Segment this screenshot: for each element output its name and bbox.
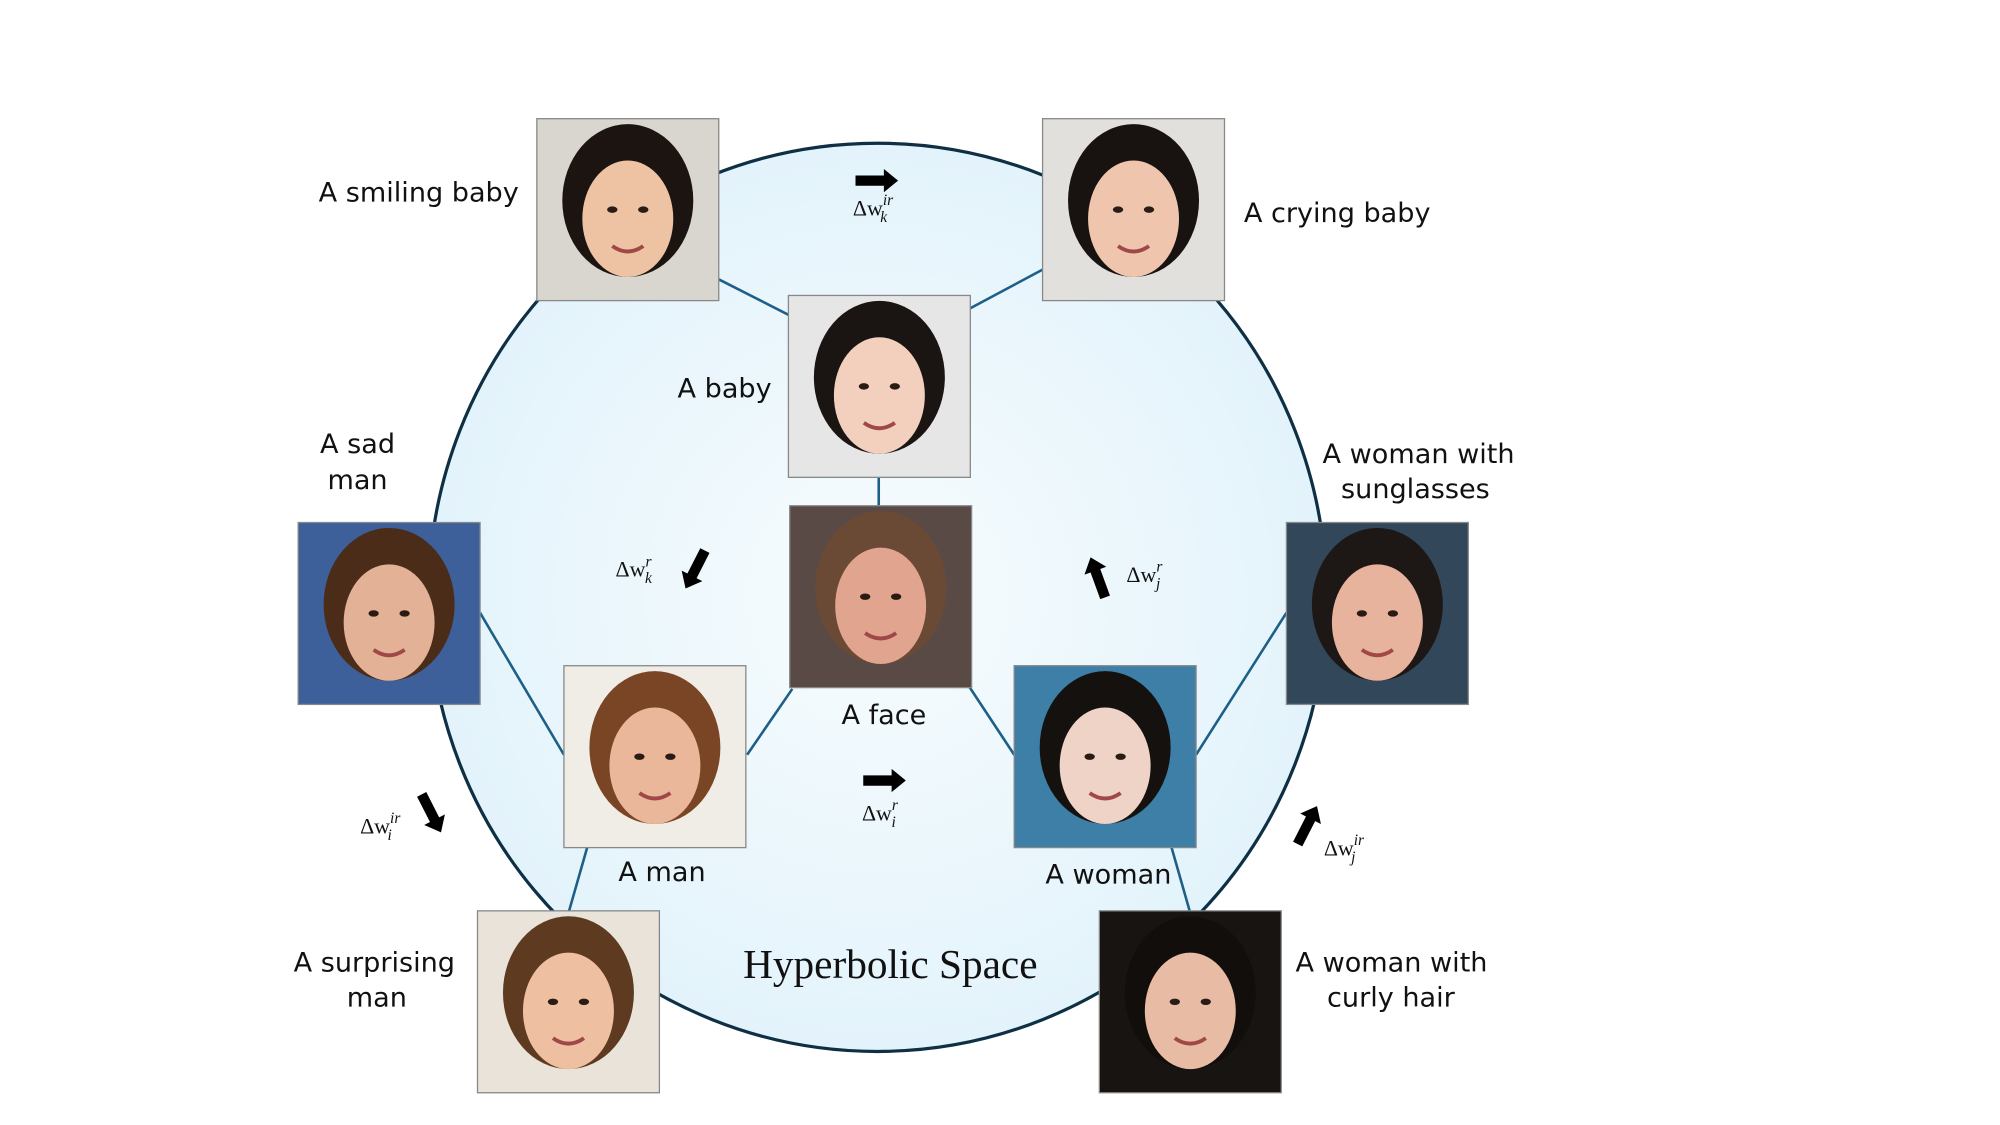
face-image-surprising-man <box>476 910 661 1094</box>
face-image-sunglasses <box>1285 521 1469 706</box>
label-woman: A woman <box>1045 860 1171 891</box>
link-woman-curly <box>1170 847 1191 912</box>
label-sad-man-1: A sad <box>320 429 395 460</box>
label-crying-baby: A crying baby <box>1244 198 1431 229</box>
link-face-man <box>746 688 794 756</box>
label-sunglasses-2: sunglasses <box>1341 474 1490 505</box>
label-curly-1: A woman with <box>1295 947 1487 978</box>
link-crying-baby-baby <box>967 268 1044 311</box>
label-surprising-man-2: man <box>347 982 407 1013</box>
arrow-up-right-icon <box>1293 806 1321 847</box>
arrow-up-left-icon <box>1084 557 1110 600</box>
face-image-crying-baby <box>1041 118 1226 302</box>
label-smiling-baby: A smiling baby <box>319 177 519 208</box>
arrow-down-right-icon <box>417 792 445 833</box>
arrow-right-icon <box>855 169 899 193</box>
label-surprising-man-1: A surprising <box>294 947 455 978</box>
label-man: A man <box>618 857 705 888</box>
face-image-woman <box>1013 665 1197 849</box>
face-image-face <box>789 505 973 689</box>
label-sad-man-2: man <box>327 465 387 496</box>
link-sad-man-man <box>478 612 566 756</box>
arrow-down-left-icon <box>681 548 710 589</box>
label-curly-2: curly hair <box>1327 982 1456 1013</box>
label-sunglasses-1: A woman with <box>1323 439 1515 470</box>
face-image-man <box>563 665 747 849</box>
face-image-curly <box>1098 910 1282 1094</box>
arrow-right-icon <box>863 768 906 793</box>
face-image-smiling-baby <box>536 118 720 302</box>
label-face: A face <box>841 700 926 731</box>
label-baby: A baby <box>678 373 772 404</box>
links <box>478 268 1288 912</box>
link-man-surprising-man <box>567 847 589 912</box>
face-image-sad-man <box>297 521 481 706</box>
diagram-title: Hyperbolic Space <box>743 941 1037 987</box>
face-image-baby <box>787 294 971 478</box>
link-face-woman <box>967 685 1016 756</box>
link-smiling-baby-baby <box>716 277 790 316</box>
link-sunglasses-woman <box>1195 612 1288 756</box>
